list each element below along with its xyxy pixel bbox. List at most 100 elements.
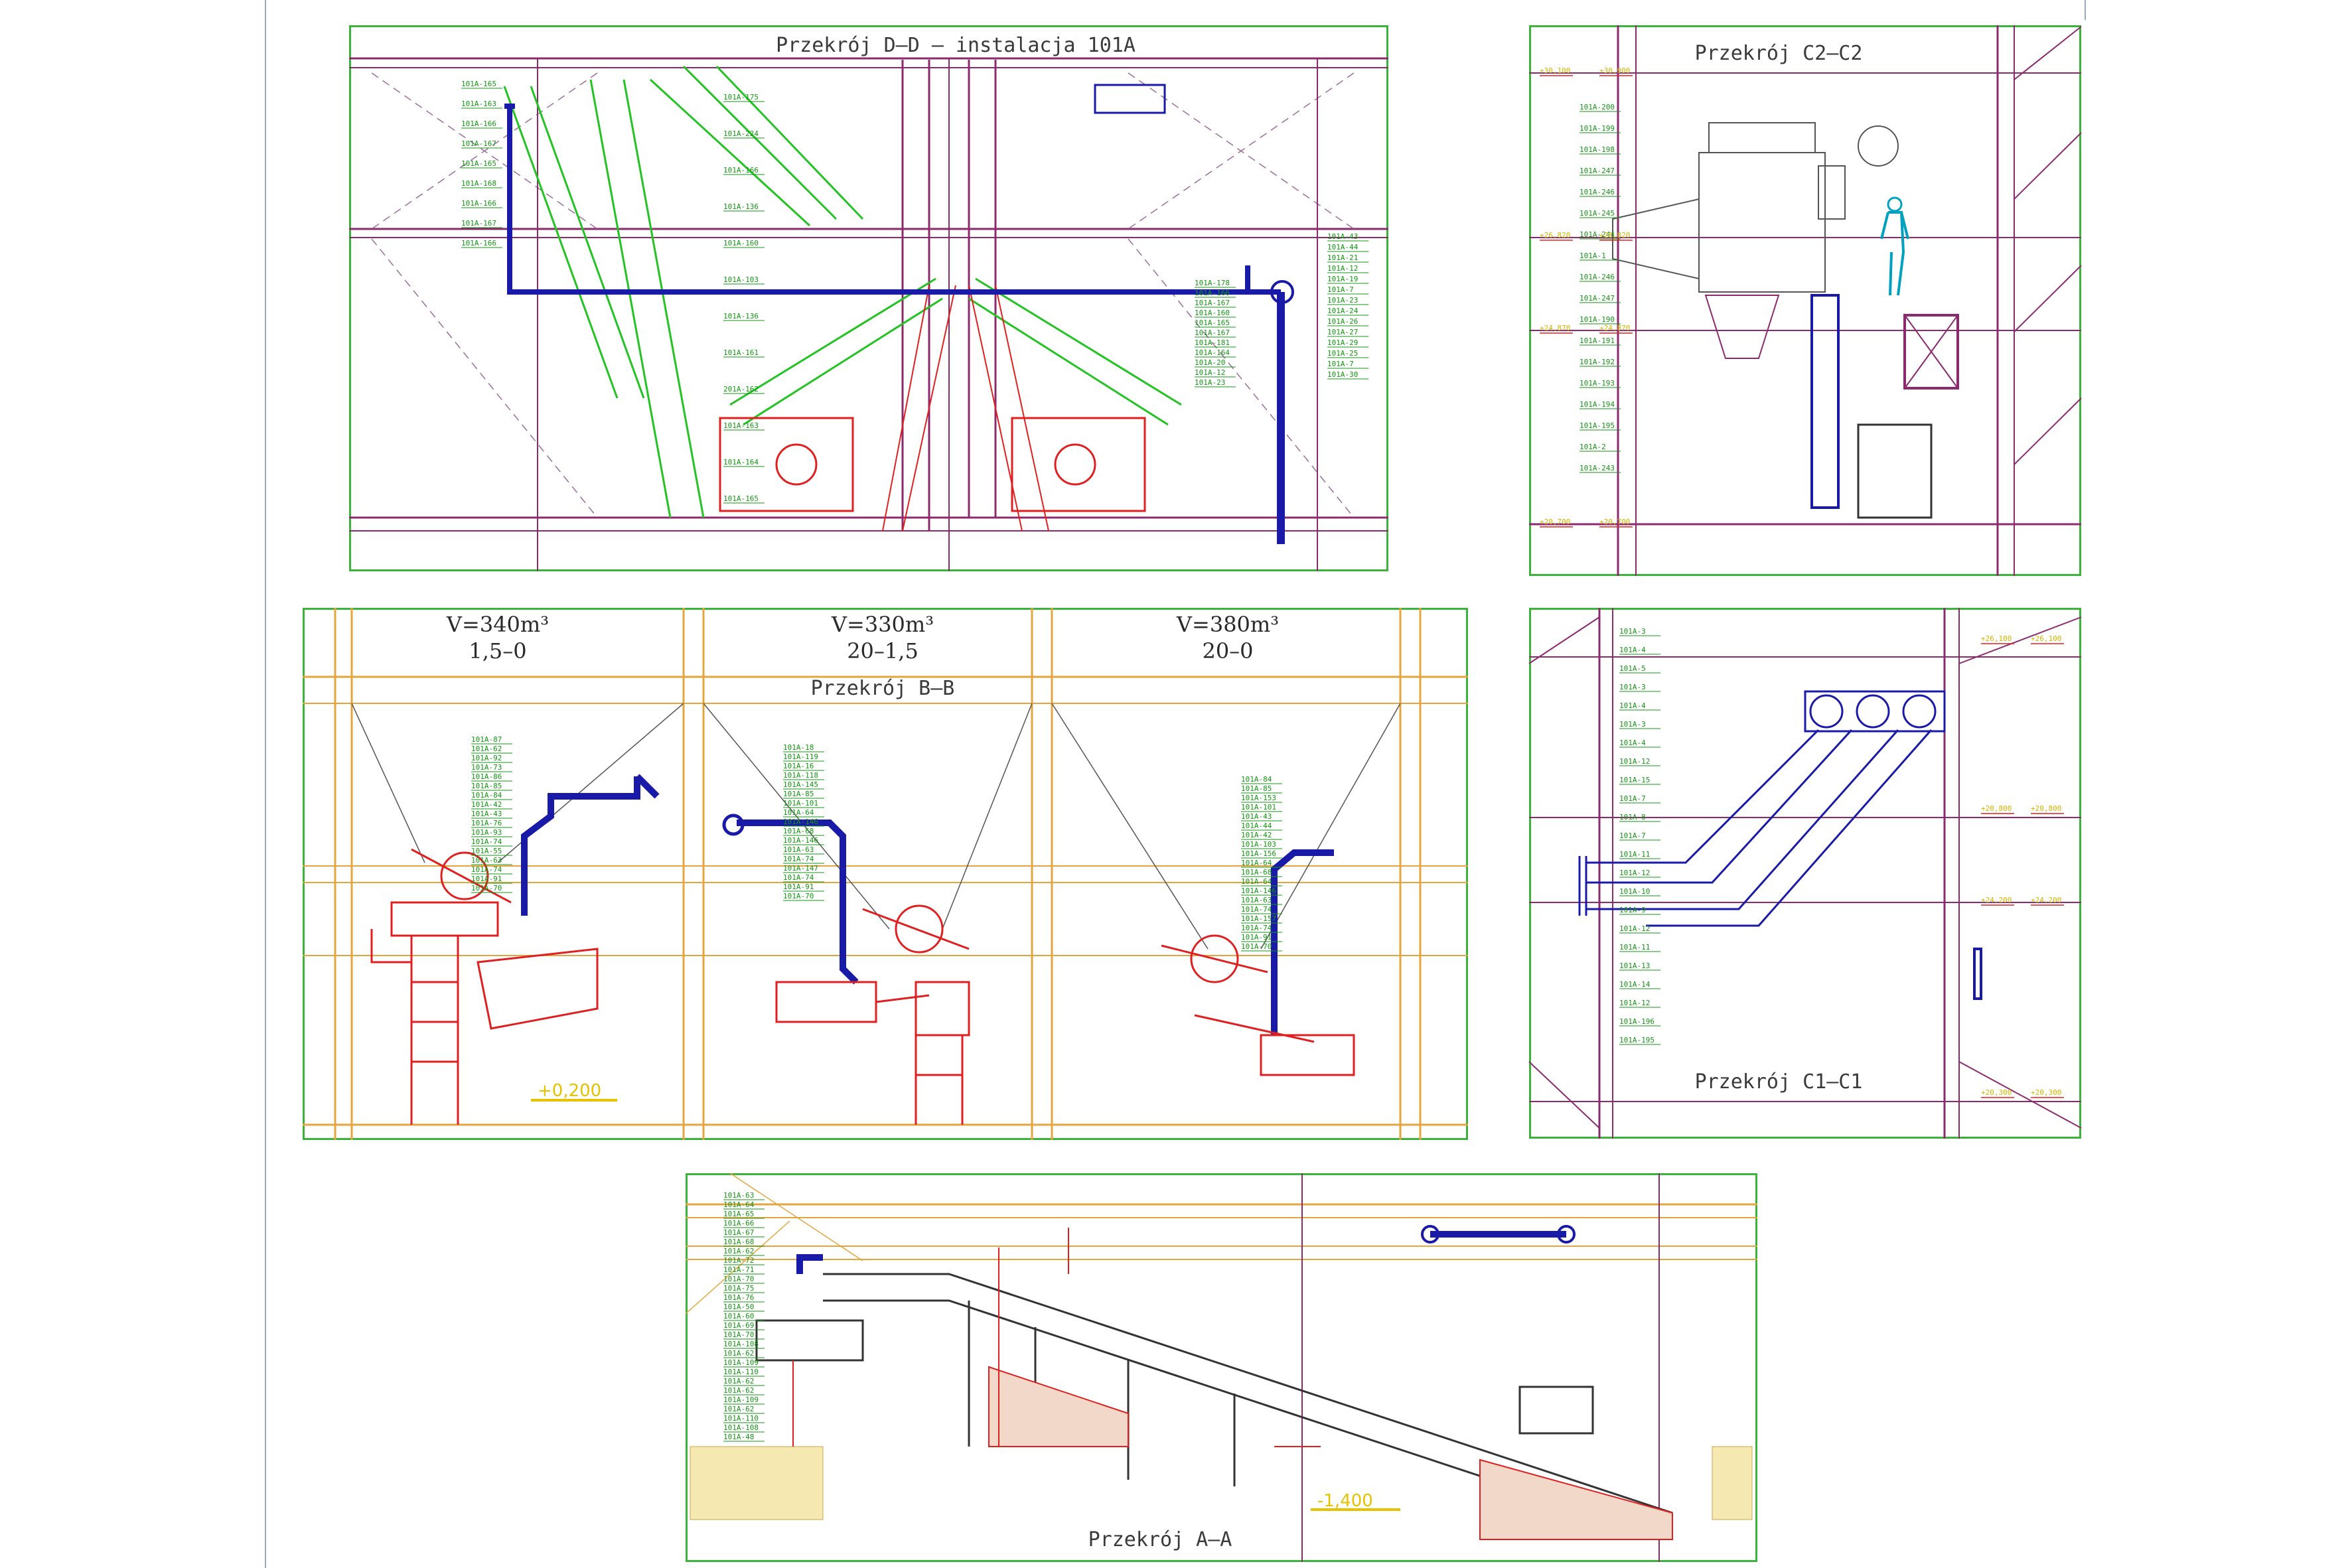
equipment-tag: 101A-50 xyxy=(723,1303,754,1311)
bag-filter xyxy=(1698,152,1826,293)
equipment-tag: 101A-166 xyxy=(461,239,496,248)
equipment-tag: 101A-168 xyxy=(461,179,496,188)
equipment-tag: 101A-164 xyxy=(1195,348,1230,357)
equipment-tag: 101A-12 xyxy=(1327,264,1358,273)
equipment-tag: 101A-9 xyxy=(1619,906,1646,914)
red-elements xyxy=(792,1228,1321,1447)
equipment-tag: 101A-23 xyxy=(1327,296,1358,305)
equipment-tag: 101A-62 xyxy=(723,1386,754,1395)
equipment-tag: 101A-12 xyxy=(1619,869,1650,877)
equipment-tag: 101A-153 xyxy=(1241,794,1276,802)
equipment-tag: 101A-156 xyxy=(1241,849,1276,858)
equipment-tag: 101A-194 xyxy=(1580,400,1615,409)
equipment-tag: 101A-167 xyxy=(461,139,496,148)
tag-group: 101A-200101A-199101A-198101A-247101A-246… xyxy=(1580,103,1621,473)
equipment-tag: 101A-200 xyxy=(1580,103,1615,111)
equipment-tag: 101A-63 xyxy=(1241,896,1272,904)
equipment-tag: 101A-71 xyxy=(723,1265,754,1274)
dedusting-duct xyxy=(504,104,1248,295)
inclined-conveyor xyxy=(503,79,705,518)
equipment-tag: 101A-160 xyxy=(1195,309,1230,317)
equipment-tag: 101A-19 xyxy=(1327,275,1358,283)
fan-icon xyxy=(1858,125,1899,167)
equipment-tag: 101A-43 xyxy=(1327,232,1358,241)
person-icon xyxy=(1880,196,1909,296)
equipment-tag: 101A-87 xyxy=(471,735,502,744)
equipment-tag: 101A-4 xyxy=(1619,739,1646,747)
equipment-tag: 101A-108 xyxy=(723,1340,759,1348)
equipment-tag: 101A-15 xyxy=(1619,776,1650,784)
equipment-tag: 101A-7 xyxy=(1619,794,1646,803)
equipment-tag: 101A-247 xyxy=(1580,294,1615,303)
equipment-tag: 101A-91 xyxy=(1241,933,1272,942)
equipment-tag: 101A-166 xyxy=(1195,289,1230,297)
equipment-tag: 101A-12 xyxy=(1619,924,1650,933)
equipment-tag: 101A-26 xyxy=(1327,317,1358,326)
bracing xyxy=(685,1173,863,1315)
view-c1-title: Przekrój C1–C1 xyxy=(1695,1070,1863,1094)
equipment-tag: 101A-118 xyxy=(783,771,818,780)
bracing xyxy=(1528,616,2082,1129)
level-mark: -1,400 xyxy=(1317,1491,1373,1511)
equipment-tag: 101A-109 xyxy=(723,1358,759,1367)
equipment-tag: 101A-1 xyxy=(1580,251,1606,260)
chute xyxy=(729,277,1182,426)
equipment-tag: 101A-147 xyxy=(783,864,818,873)
equipment-tag: 101A-4 xyxy=(1619,701,1646,710)
equipment-tag: 101A-42 xyxy=(1241,831,1272,839)
bracing xyxy=(2014,26,2082,465)
view-dd-title: Przekrój D–D – instalacja 101A xyxy=(776,34,1136,57)
equipment-tag: 101A-244 xyxy=(1580,230,1615,239)
equipment-tag: 101A-65 xyxy=(723,1210,754,1218)
equipment-tag: 101A-11 xyxy=(1619,943,1650,952)
dedusting-duct xyxy=(1271,849,1334,1035)
equipment-tag: 101A-70 xyxy=(723,1275,754,1283)
equipment-tag: 101A-3 xyxy=(1619,720,1646,729)
equipment-tag: 101A-195 xyxy=(1619,1036,1654,1044)
equipment-tag: 101A-12 xyxy=(1619,999,1650,1007)
wall-opening xyxy=(1973,948,1982,1000)
duct-flange-icon xyxy=(1421,1225,1439,1244)
equipment-group-3 xyxy=(1161,934,1355,1076)
equipment-tag: 101A-167 xyxy=(461,219,496,228)
view-aa: -1,400 Przekrój A–A 101A-63101A-64101A-6… xyxy=(685,1173,1757,1562)
level-group: +26,100+26,100+20,800+20,800+24,200+24,2… xyxy=(1981,634,2064,1098)
equipment-tag: 101A-70 xyxy=(723,1330,754,1339)
equipment-tag: 101A-146 xyxy=(783,836,818,845)
elevation-mark: +26,820 xyxy=(1540,231,1570,240)
equipment-tag: 101A-108 xyxy=(723,1423,759,1432)
duct-flange-icon xyxy=(1557,1225,1576,1244)
view-frame-dd xyxy=(349,25,1388,571)
equipment-tag: 101A-68 xyxy=(783,827,814,835)
equipment-tag: 101A-199 xyxy=(1580,124,1615,133)
equipment-tag: 101A-136 xyxy=(723,202,759,211)
equipment-tag: 101A-7 xyxy=(1327,285,1354,294)
bin-fraction: 20–1,5 xyxy=(847,638,919,664)
elevation-mark: +26,100 xyxy=(2031,634,2061,643)
equipment-tag: 101A-91 xyxy=(783,883,814,891)
equipment-tag: 101A-30 xyxy=(1327,370,1358,379)
equipment-tag: 101A-25 xyxy=(1327,349,1358,358)
equipment-tag: 101A-181 xyxy=(1195,338,1230,347)
bin-volume: V=330m³ xyxy=(831,612,934,637)
equipment-group-2 xyxy=(775,904,970,1125)
equipment-tag: 101A-165 xyxy=(1195,319,1230,327)
equipment-tag: 101A-84 xyxy=(1241,775,1272,784)
ground-soil xyxy=(690,1446,824,1520)
equipment-tag: 101A-72 xyxy=(723,1256,754,1265)
equipment-tag: 101A-190 xyxy=(1580,315,1615,324)
equipment-tag: 101A-70 xyxy=(1241,942,1272,951)
equipment-tag: 101A-74 xyxy=(1241,924,1272,932)
equipment-tag: 101A-63 xyxy=(783,845,814,854)
equipment-tag: 101A-13 xyxy=(1619,962,1650,970)
equipment-tag: 101A-175 xyxy=(723,93,759,102)
discharge-chute xyxy=(882,285,1049,532)
fan-unit xyxy=(1857,423,1933,519)
equipment-tag: 101A-62 xyxy=(723,1405,754,1413)
equipment-tag: 101A-16 xyxy=(783,762,814,770)
equipment-tag: 101A-243 xyxy=(1580,464,1615,472)
tag-group: 101A-3101A-4101A-5101A-3101A-4101A-3101A… xyxy=(1619,627,1660,1045)
equipment-tag: 101A-3 xyxy=(1619,627,1646,636)
